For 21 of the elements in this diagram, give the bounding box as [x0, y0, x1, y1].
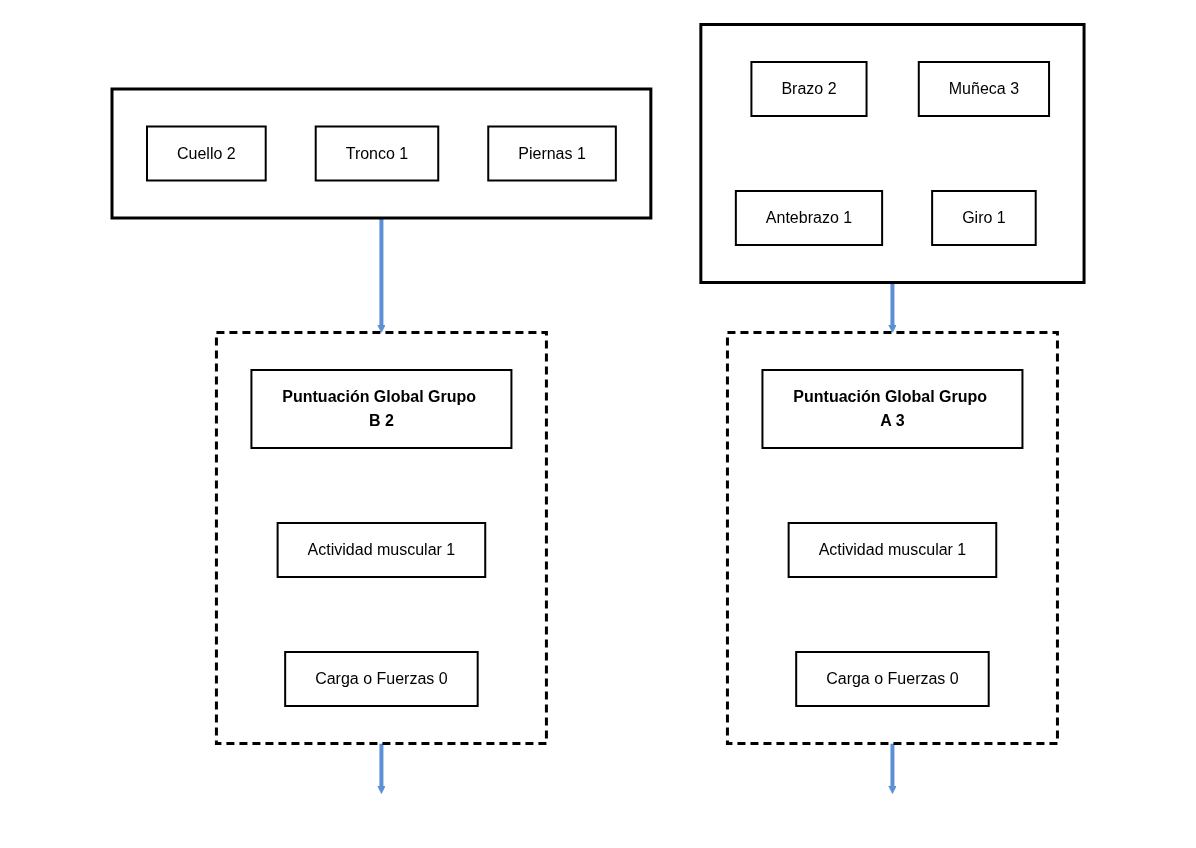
node-box: Puntuación Global Grupo A 3: [761, 369, 1024, 449]
node-box: Antebrazo 1: [734, 190, 884, 246]
cluster: [725, 331, 1059, 745]
node-box: Giro 1: [931, 190, 1037, 246]
node-box: Cuello 2: [145, 125, 267, 182]
node-box: Brazo 2: [750, 61, 868, 117]
arrow: [377, 218, 386, 333]
arrow: [888, 282, 897, 333]
arrow: [888, 743, 897, 794]
node-box: Carga o Fuerzas 0: [795, 651, 990, 707]
node-box: Actividad muscular 1: [276, 522, 487, 578]
cluster: [214, 331, 548, 745]
node-box: Tronco 1: [314, 125, 440, 182]
node-box: Actividad muscular 1: [787, 522, 998, 578]
node-box: Muñeca 3: [917, 61, 1050, 117]
node-box: Carga o Fuerzas 0: [284, 651, 479, 707]
arrow: [377, 743, 386, 794]
node-box: Puntuación Global Grupo B 2: [250, 369, 513, 449]
cluster: [699, 23, 1086, 284]
cluster: [110, 87, 653, 220]
node-box: Piernas 1: [487, 125, 617, 182]
